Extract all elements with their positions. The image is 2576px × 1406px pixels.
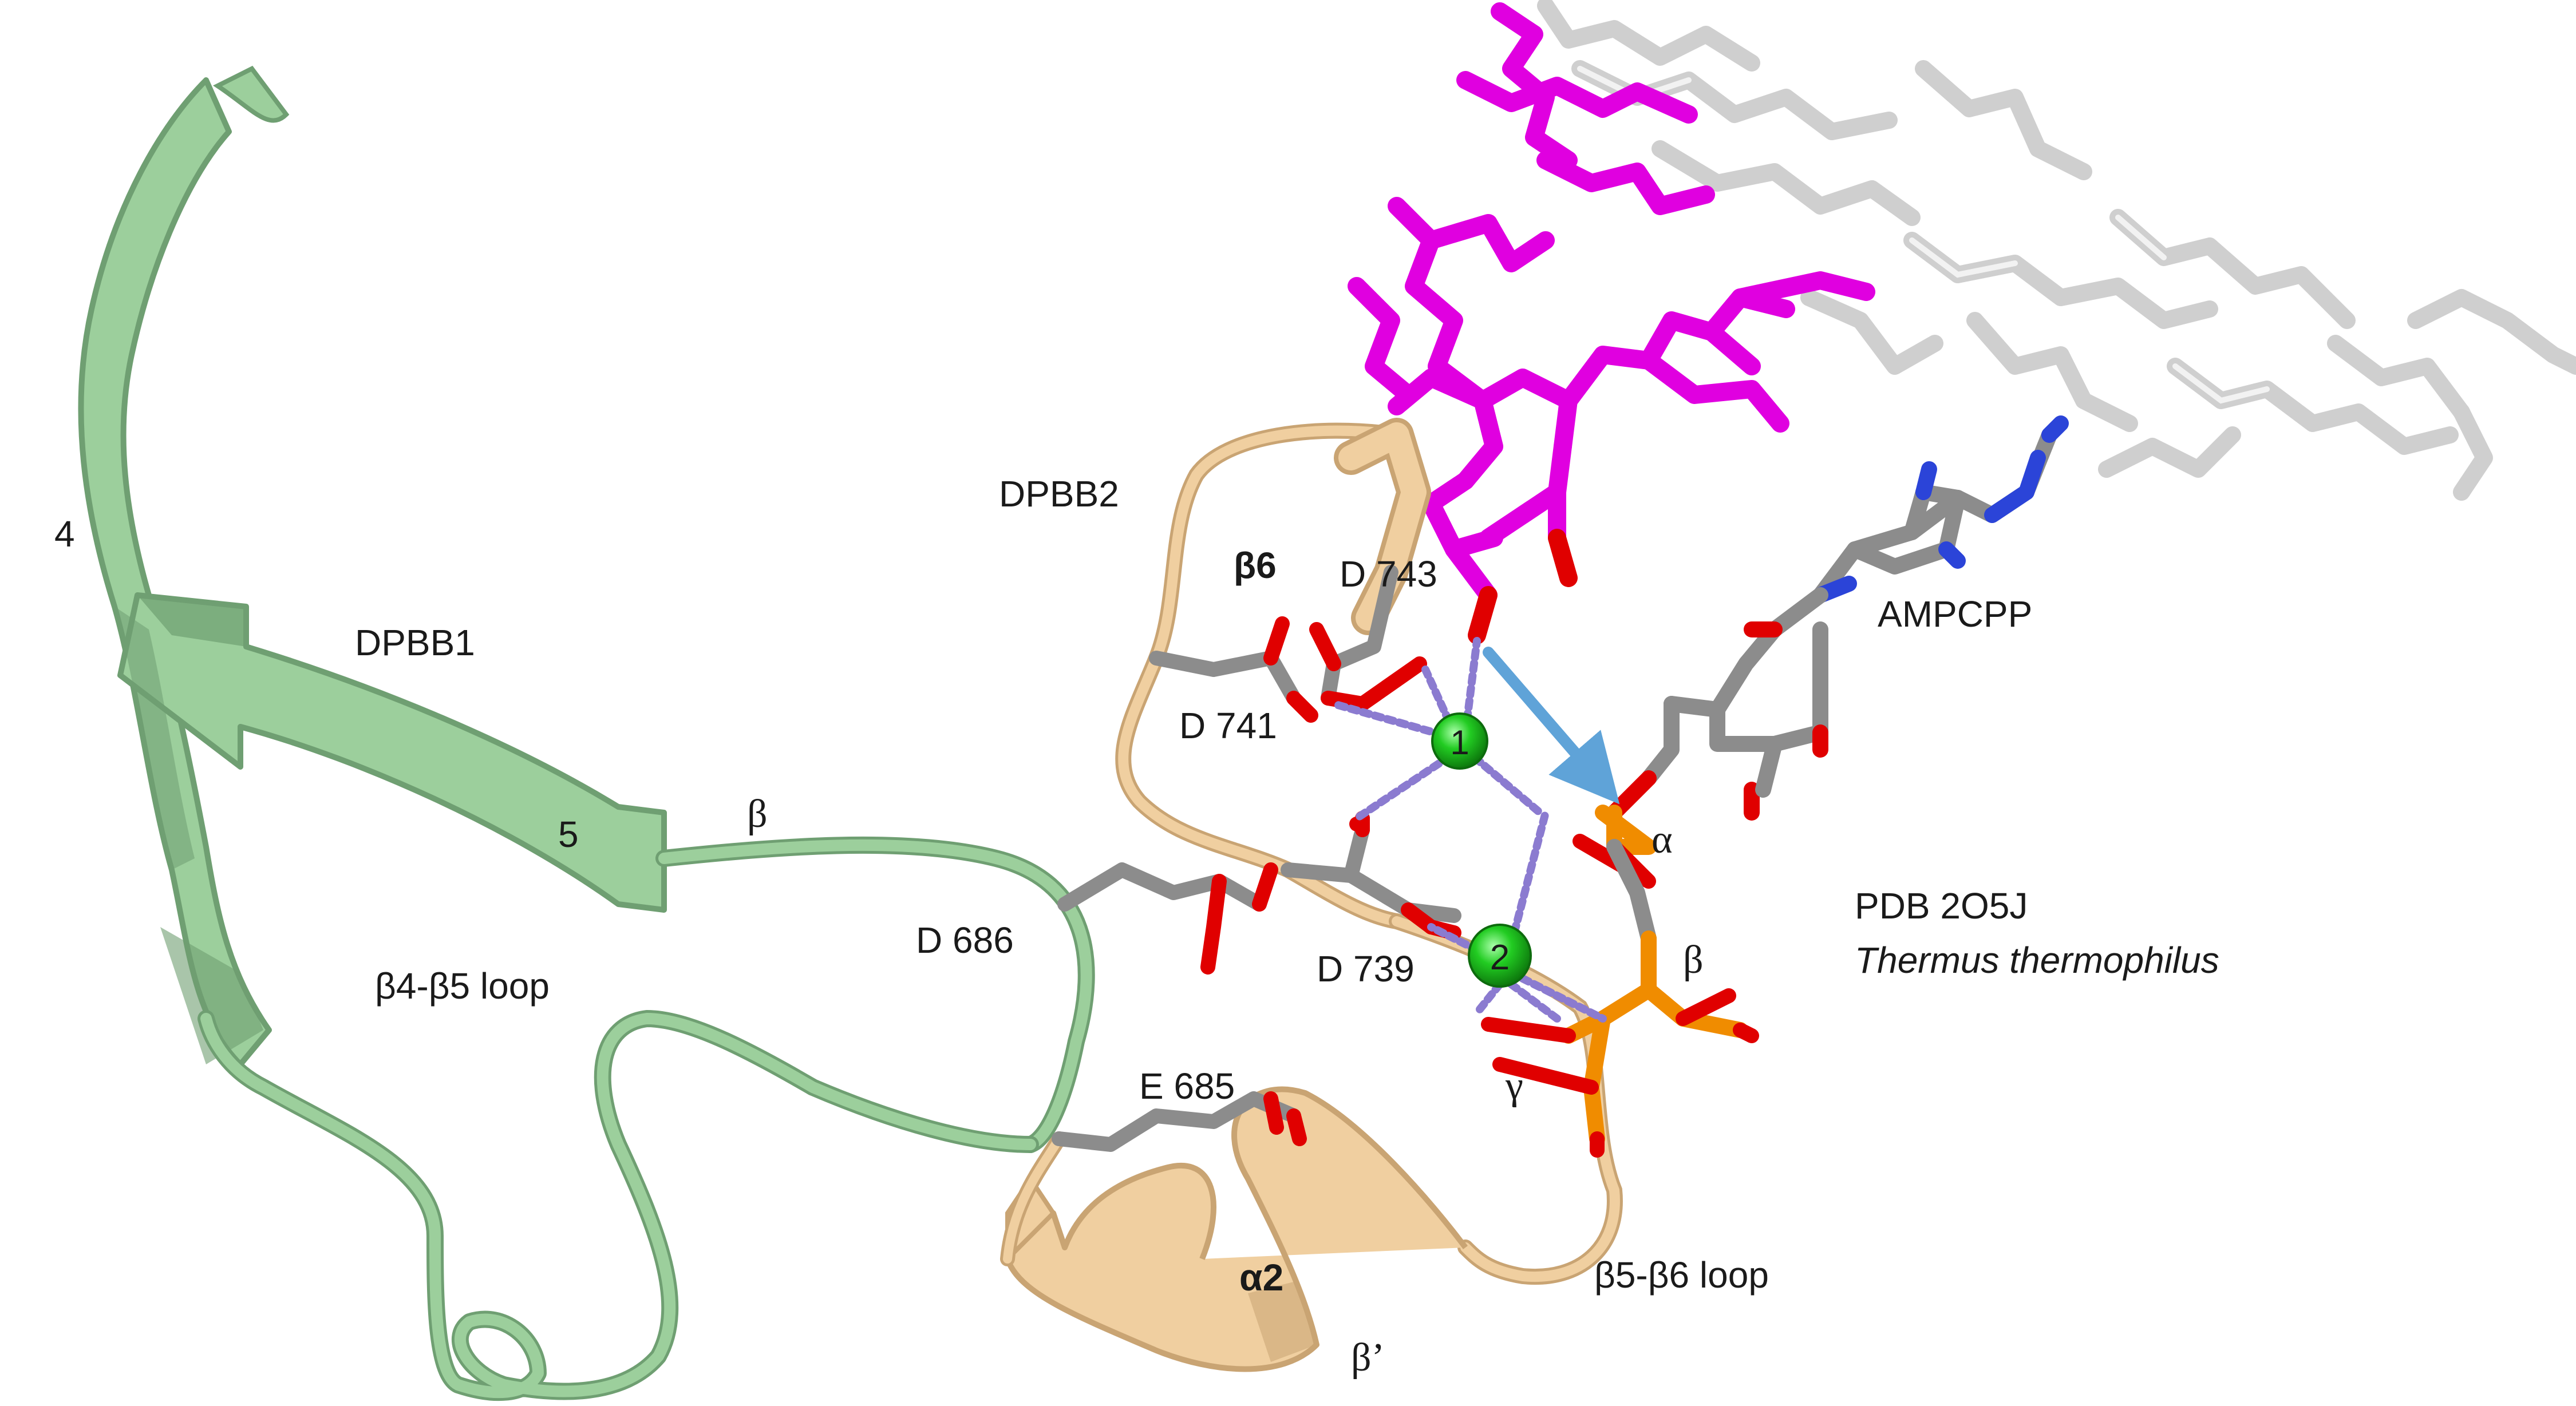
beta-phosphate-label: β: [1683, 938, 1704, 982]
beta6-label: β6: [1234, 545, 1277, 586]
organism-label: Thermus thermophilus: [1855, 940, 2219, 981]
residue-sidechains: [1052, 565, 1461, 1152]
gamma-phosphate-label: γ: [1505, 1064, 1523, 1108]
strand-5-label: 5: [558, 814, 579, 855]
d686-label: D 686: [916, 920, 1014, 961]
d739-label: D 739: [1317, 948, 1415, 989]
strand-4-label: 4: [54, 513, 75, 555]
dna-primer-strand: [1348, 2, 1875, 604]
dpbb2-label: DPBB2: [999, 473, 1119, 514]
beta-strand-label: β: [747, 792, 768, 836]
alpha2-label: α2: [1239, 1256, 1283, 1298]
dpbb1-ribbon: [78, 65, 1095, 1401]
metal-ion-2-label: 2: [1490, 938, 1510, 977]
beta4-beta5-loop-label: β4-β5 loop: [375, 965, 550, 1007]
metal-ion-1: 1: [1431, 712, 1488, 770]
figure-labels: 4 5 DPBB1 DPBB2 β6 D 743 D 741 β D 686 D…: [54, 473, 2219, 1380]
d741-label: D 741: [1179, 705, 1277, 746]
metal-ion-1-label: 1: [1450, 723, 1469, 762]
beta-prime-label: β’: [1351, 1336, 1385, 1380]
beta5-beta6-loop-label: β5-β6 loop: [1594, 1254, 1769, 1296]
e685-label: E 685: [1139, 1066, 1235, 1107]
dpbb1-label: DPBB1: [355, 622, 475, 663]
attack-arrow: [1483, 647, 1620, 805]
ampcpp-label: AMPCPP: [1878, 593, 2032, 635]
d743-label: D 743: [1340, 553, 1437, 595]
ampcpp-ligand: [1481, 415, 2069, 1158]
pdb-id-label: PDB 2O5J: [1855, 885, 2028, 926]
metal-ion-2: 2: [1468, 924, 1532, 988]
dna-primer-oxygens: [1468, 529, 1578, 644]
alpha-phosphate-label: α: [1652, 818, 1673, 862]
